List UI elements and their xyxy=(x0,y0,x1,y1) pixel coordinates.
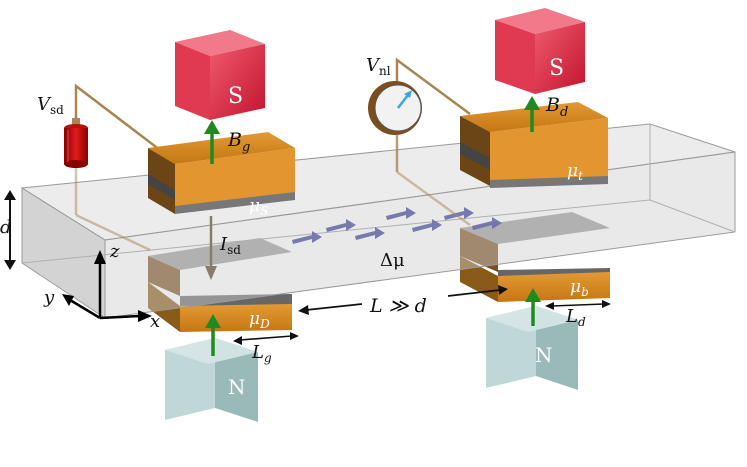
field-arrows xyxy=(204,96,541,356)
current-arrow xyxy=(205,216,217,280)
axis-y-label: y xyxy=(43,287,55,308)
wiring xyxy=(74,57,471,252)
spin-arrows xyxy=(292,207,502,244)
mu-t-label: μt xyxy=(567,161,583,183)
ld-label: Ld xyxy=(565,306,586,329)
mu-d-label: μD xyxy=(249,309,270,331)
magnet-label: S xyxy=(228,84,243,109)
axis-x-label: x xyxy=(150,311,160,332)
gate-length-arrow xyxy=(233,332,299,345)
vnl-label: Vnl xyxy=(366,55,391,78)
magnet-label: N xyxy=(535,343,553,367)
isd-label: Isd xyxy=(219,234,241,257)
south-magnet-left: S xyxy=(175,30,265,120)
magnet-label: N xyxy=(228,375,246,399)
labels: Vsd Vnl Bg Bd d Isd Δμ μS μD μt μb Lg Ld… xyxy=(0,55,589,365)
mu-s-label: μS xyxy=(249,196,268,218)
top-right-contact xyxy=(460,102,608,188)
lg-label: Lg xyxy=(251,342,272,365)
battery-icon xyxy=(64,118,88,168)
detector-length-arrow xyxy=(545,300,611,310)
axis-z-label: z xyxy=(109,241,120,262)
mu-b-label: μb xyxy=(570,277,589,299)
north-magnet-left: N xyxy=(165,338,258,422)
magnet-label: S xyxy=(549,56,564,81)
south-magnet-right: S xyxy=(495,8,585,94)
bd-label: Bd xyxy=(545,94,568,120)
semiconductor-slab xyxy=(20,123,736,319)
coordinate-axes xyxy=(62,250,152,322)
thickness-arrow xyxy=(4,190,16,270)
delta-mu-label: Δμ xyxy=(380,250,405,271)
bottom-right-contact xyxy=(460,212,610,302)
d-label: d xyxy=(0,217,12,238)
vsd-label: Vsd xyxy=(37,94,64,117)
voltmeter-icon xyxy=(368,81,422,135)
separation-arrow xyxy=(298,285,508,315)
l-relation-label: L ≫ d xyxy=(369,295,427,317)
bg-label: Bg xyxy=(227,129,250,155)
source-contact xyxy=(148,132,295,214)
